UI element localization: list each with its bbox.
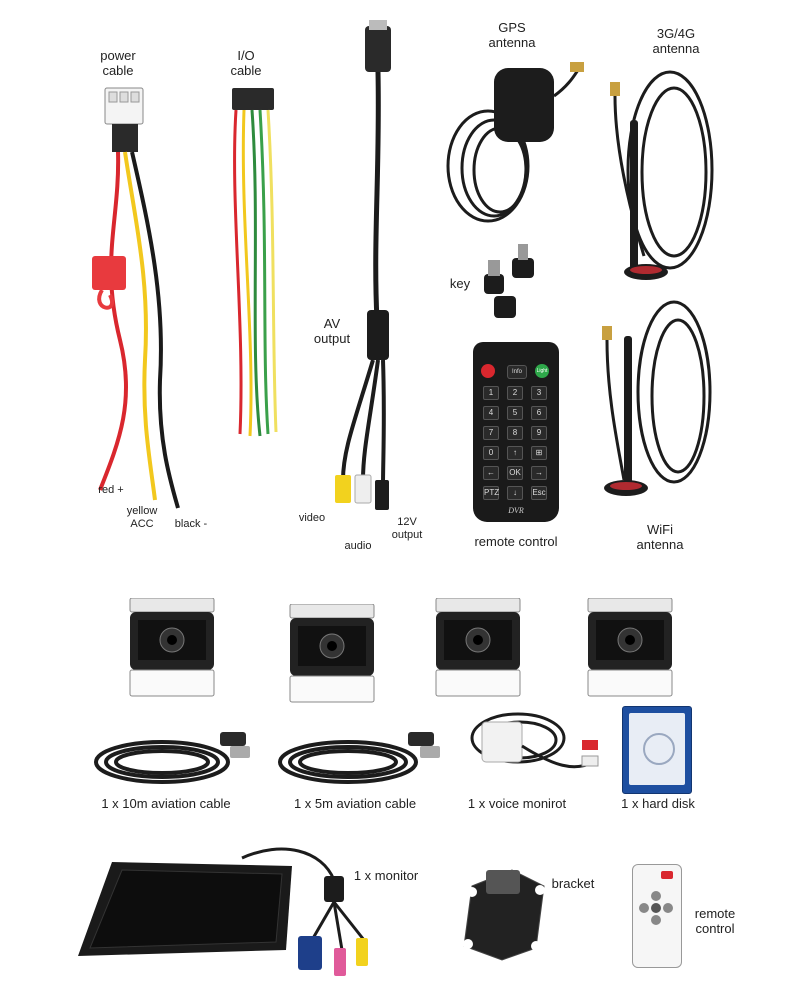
- voice-monitor-label: 1 x voice monirot: [467, 796, 567, 811]
- camera-1-image: [129, 598, 215, 697]
- wifi-antenna-image: [602, 300, 712, 496]
- wifi-antenna-label: WiFi antenna: [636, 522, 684, 552]
- power-button-icon: [661, 871, 673, 879]
- camera-3-image: [435, 598, 521, 697]
- red-wire-label: red +: [98, 484, 124, 496]
- remote-key: 6: [531, 406, 547, 420]
- remote-key: 3: [531, 386, 547, 400]
- small-remote-label: remote control: [694, 906, 736, 936]
- remote-key: 0: [483, 446, 499, 460]
- remote-key: ←: [483, 466, 499, 480]
- hard-disk-image: [622, 706, 692, 794]
- remote-control-image: Info Light 1 2 3 4 5 6 7 8 9 0 ↑ ⊞ ← OK …: [473, 342, 559, 522]
- aviation-cable-10m-label: 1 x 10m aviation cable: [101, 796, 231, 811]
- remote-key: →: [531, 466, 547, 480]
- io-cable-image: [232, 88, 278, 437]
- right-arrow-icon: [663, 903, 673, 913]
- bracket-label: bracket: [551, 876, 595, 891]
- key-label: key: [449, 276, 471, 291]
- lte-antenna-label: 3G/4G antenna: [652, 26, 700, 56]
- light-button: Light: [535, 364, 549, 378]
- gps-antenna-image: [446, 62, 584, 223]
- down-arrow-icon: [651, 915, 661, 925]
- aviation-cable-5m-image: [278, 732, 440, 784]
- audio-label: audio: [344, 540, 372, 552]
- camera-4-image: [587, 598, 673, 697]
- remote-brand: DVR: [508, 506, 524, 515]
- remote-key: 5: [507, 406, 523, 420]
- aviation-cable-10m-image: [94, 732, 250, 784]
- remote-key: ⊞: [531, 446, 547, 460]
- left-arrow-icon: [639, 903, 649, 913]
- remote-key: ↓: [507, 486, 523, 500]
- remote-key: 9: [531, 426, 547, 440]
- hard-disk-label: 1 x hard disk: [621, 796, 695, 811]
- remote-key: Esc: [531, 486, 547, 500]
- 12v-output-label: 12V output: [391, 516, 423, 541]
- gps-antenna-label: GPS antenna: [488, 20, 536, 50]
- power-cable-image: [92, 87, 180, 509]
- black-wire-label: black -: [174, 518, 208, 530]
- aviation-cable-5m-label: 1 x 5m aviation cable: [293, 796, 417, 811]
- remote-key: 7: [483, 426, 499, 440]
- info-button: Info: [507, 365, 527, 379]
- monitor-label: 1 x monitor: [353, 868, 419, 883]
- small-remote-image: [632, 864, 682, 968]
- camera-2-image: [289, 604, 375, 703]
- remote-key: 1: [483, 386, 499, 400]
- video-label: video: [298, 512, 326, 524]
- remote-control-label: remote control: [474, 534, 558, 549]
- yellow-wire-label: yellow ACC: [126, 505, 158, 530]
- lte-antenna-image: [610, 70, 714, 280]
- remote-key: ↑: [507, 446, 523, 460]
- power-button-icon: [481, 364, 495, 378]
- ok-icon: [651, 903, 661, 913]
- remote-key: 2: [507, 386, 523, 400]
- io-cable-label: I/O cable: [230, 48, 262, 78]
- monitor-image: [78, 847, 368, 976]
- remote-key: PTZ: [483, 486, 499, 500]
- keys-image: [484, 244, 534, 318]
- remote-key: 4: [483, 406, 499, 420]
- av-output-cable-image: [335, 20, 391, 510]
- voice-monitor-image: [470, 712, 599, 769]
- remote-key: OK: [507, 466, 523, 480]
- up-arrow-icon: [651, 891, 661, 901]
- power-cable-label: power cable: [100, 48, 136, 78]
- bracket-image: [463, 869, 545, 961]
- av-output-label: AV output: [313, 316, 351, 346]
- remote-key: 8: [507, 426, 523, 440]
